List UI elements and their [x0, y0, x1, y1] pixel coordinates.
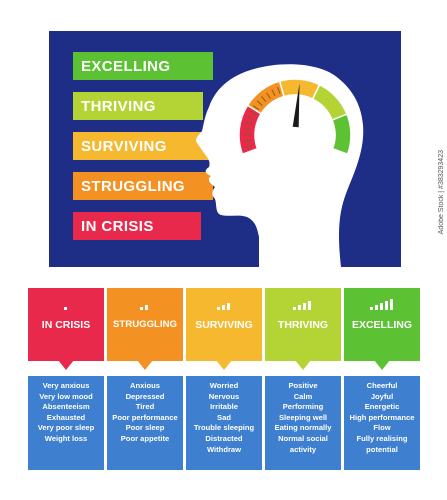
- symptom-item: Joyful: [370, 391, 394, 401]
- symptom-item: Sleeping well: [278, 412, 328, 422]
- gauge-tick: [277, 86, 281, 94]
- gauge-tick: [271, 89, 276, 97]
- level-bar-excelling: EXCELLING: [73, 52, 213, 80]
- card-title: IN CRISIS: [41, 319, 91, 331]
- card-pointer: [58, 360, 74, 370]
- signal-strength-icon: [293, 298, 313, 310]
- level-bar-in-crisis: IN CRISIS: [73, 212, 201, 240]
- card-header: THRIVING: [265, 288, 341, 361]
- symptom-item: Energetic: [364, 402, 400, 412]
- symptom-item: Anxious: [130, 381, 160, 390]
- symptom-item: Very low mood: [39, 391, 93, 401]
- gauge-tick: [256, 100, 263, 106]
- card-header: EXCELLING: [344, 288, 420, 361]
- symptom-item: Worried: [209, 381, 239, 390]
- symptom-item: Normal social activity: [278, 433, 328, 454]
- card-title: THRIVING: [277, 319, 329, 331]
- card-pointer: [137, 360, 153, 370]
- symptom-item: Calm: [293, 391, 313, 401]
- card-pointer: [216, 360, 232, 370]
- symptom-item: Withdraw: [206, 444, 242, 454]
- signal-strength-icon: [140, 298, 150, 310]
- gauge-tick: [247, 116, 255, 120]
- card-title: SURVIVING: [195, 319, 253, 331]
- card-pointer: [295, 360, 311, 370]
- symptom-item: Flow: [373, 423, 391, 433]
- symptom-item: Depressed: [125, 391, 165, 401]
- head-silhouette: [196, 64, 364, 267]
- gauge: [238, 78, 352, 156]
- gauge-tick: [249, 110, 257, 115]
- symptom-item: Poor sleep: [125, 423, 165, 433]
- symptom-item: Distracted: [205, 433, 243, 443]
- gauge-needle: [292, 83, 300, 128]
- gauge-segment-excelling: [331, 113, 352, 156]
- symptom-item: Irritable: [210, 402, 238, 412]
- symptom-item: Sad: [217, 412, 231, 422]
- mental-health-continuum-panel: EXCELLING THRIVING SURVIVING STRUGGLING IN C…: [49, 31, 401, 267]
- symptom-item: Poor appetite: [120, 433, 170, 443]
- head-gauge-illustration: [196, 64, 364, 267]
- card-header: SURVIVING: [186, 288, 262, 361]
- symptom-item: Performing: [282, 402, 324, 412]
- symptom-item: Cheerful: [366, 381, 398, 390]
- symptom-item: Very poor sleep: [37, 423, 95, 433]
- gauge-tick: [266, 92, 271, 99]
- symptom-item: Poor performance: [112, 412, 178, 422]
- gauge-tick: [261, 96, 267, 103]
- symptom-item: Weight loss: [44, 433, 88, 443]
- signal-strength-icon: [216, 298, 232, 310]
- card-title: EXCELLING: [351, 319, 413, 331]
- symptom-item: Very anxious: [42, 381, 90, 390]
- card-header: STRUGGLING: [107, 288, 183, 361]
- symptom-item: Absenteeism: [42, 402, 90, 412]
- level-bar-thriving: THRIVING: [73, 92, 203, 120]
- symptom-item: Tired: [135, 402, 155, 412]
- symptom-item: Fully realising potential: [356, 433, 408, 454]
- card-header: IN CRISIS: [28, 288, 104, 361]
- card-pointer: [374, 360, 390, 370]
- card-title: STRUGGLING: [113, 319, 177, 330]
- gauge-tick: [244, 139, 252, 142]
- symptom-item: High performance: [349, 412, 415, 422]
- gauge-tick: [244, 128, 252, 131]
- signal-strength-icon: [63, 298, 69, 310]
- level-bar-surviving: SURVIVING: [73, 132, 213, 160]
- symptom-item: Nervous: [208, 391, 240, 401]
- symptom-item: Positive: [288, 381, 318, 390]
- symptom-item: Exhausted: [46, 412, 86, 422]
- symptom-item: Trouble sleeping: [193, 423, 255, 433]
- gauge-tick: [245, 145, 253, 148]
- signal-strength-icon: [369, 298, 395, 310]
- gauge-tick: [252, 105, 260, 111]
- gauge-tick: [245, 122, 253, 125]
- symptom-item: Eating normally: [274, 423, 332, 433]
- level-bar-struggling: STRUGGLING: [73, 172, 213, 200]
- watermark: Adobe Stock | #383293423: [438, 150, 445, 235]
